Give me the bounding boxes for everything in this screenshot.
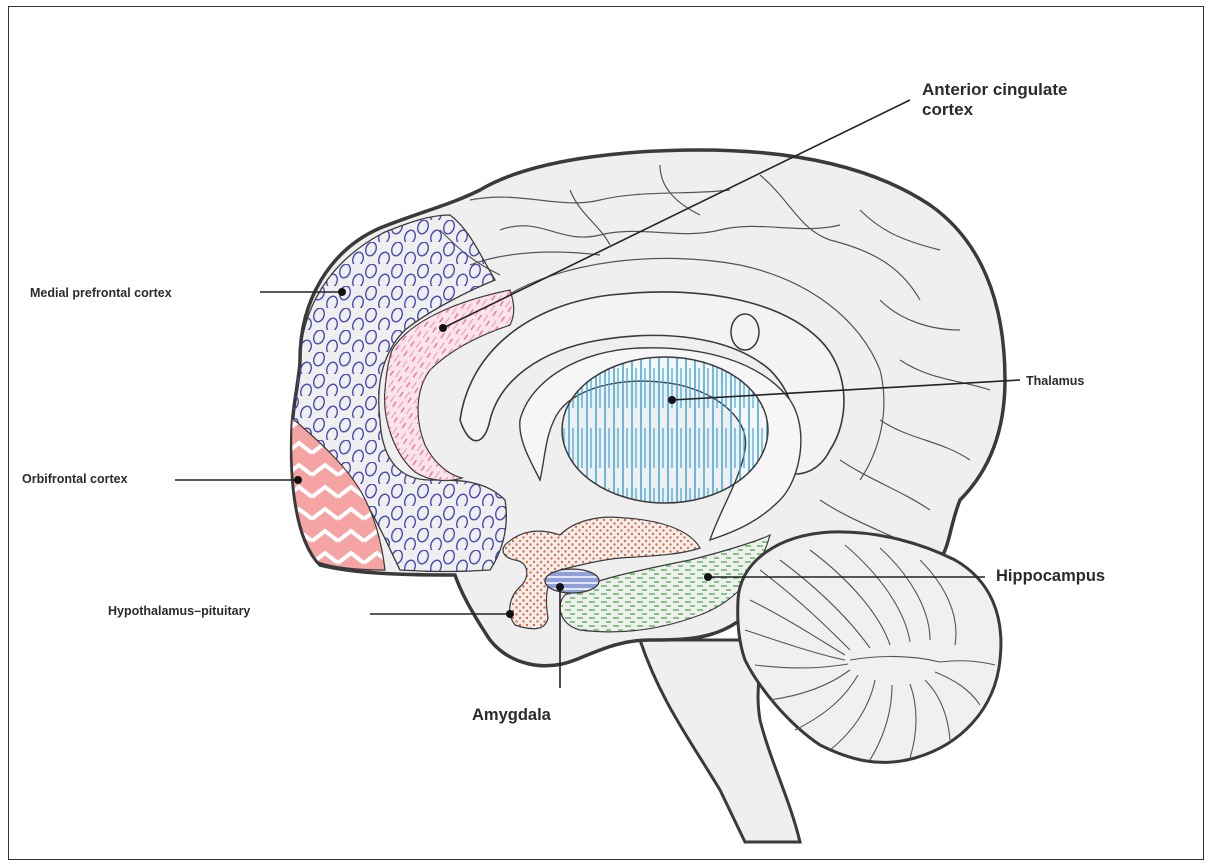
label-anterior-cingulate-line2: cortex: [922, 100, 1067, 120]
cerebellum: [738, 532, 1001, 763]
label-amygdala: Amygdala: [472, 706, 551, 725]
dot-medial-prefrontal: [338, 288, 346, 296]
label-hippocampus: Hippocampus: [996, 567, 1105, 586]
label-medial-prefrontal-cortex: Medial prefrontal cortex: [30, 286, 172, 300]
label-orbifrontal-cortex: Orbifrontal cortex: [22, 472, 128, 486]
pineal-knob: [731, 314, 759, 350]
label-anterior-cingulate-line1: Anterior cingulate: [922, 80, 1067, 100]
dot-amygdala: [556, 583, 564, 591]
label-thalamus: Thalamus: [1026, 374, 1084, 388]
dot-orbifrontal: [294, 476, 302, 484]
label-hypothalamus-pituitary: Hypothalamus–pituitary: [108, 604, 250, 618]
amygdala-region: [545, 569, 599, 593]
dot-hypothalamus: [506, 610, 514, 618]
dot-hippocampus: [704, 573, 712, 581]
thalamus-region: [562, 357, 768, 503]
dot-thalamus: [668, 396, 676, 404]
dot-anterior-cingulate: [439, 324, 447, 332]
label-anterior-cingulate-cortex: Anterior cingulate cortex: [922, 80, 1067, 119]
